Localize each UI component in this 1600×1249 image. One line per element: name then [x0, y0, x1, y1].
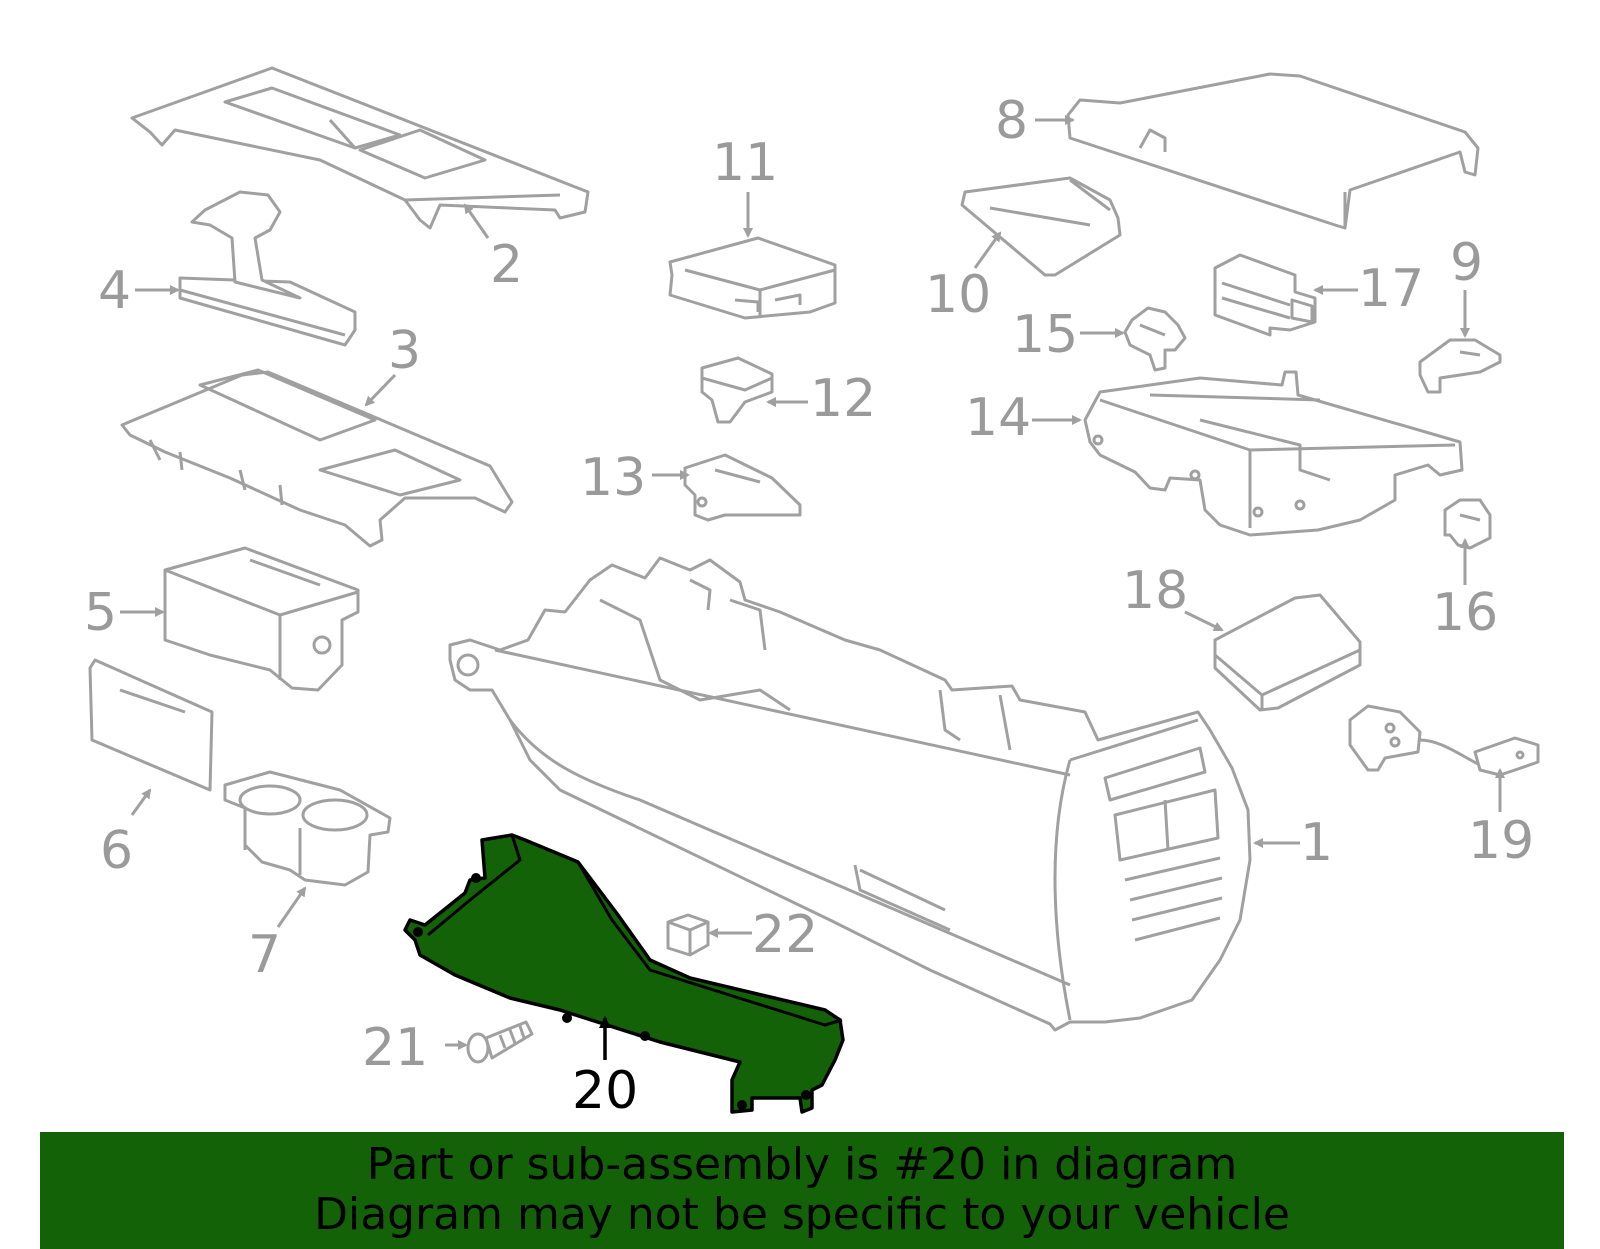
callout-3: 3 [388, 321, 421, 381]
callout-9: 9 [1450, 233, 1483, 293]
callout-16: 16 [1432, 583, 1498, 643]
callout-20: 20 [572, 1061, 638, 1121]
banner-line-2: Diagram may not be specific to your vehi… [314, 1189, 1290, 1240]
callout-19: 19 [1468, 811, 1534, 871]
callout-1: 1 [1300, 813, 1333, 873]
callout-7: 7 [248, 925, 281, 985]
part-8-armrest-lid [1066, 72, 1480, 230]
leader-lines [120, 115, 1505, 1060]
part-16-latch [1443, 498, 1492, 550]
leader-2 [463, 203, 490, 239]
callout-11: 11 [712, 133, 778, 193]
callout-14: 14 [965, 388, 1031, 448]
callout-18: 18 [1122, 561, 1188, 621]
part-13-bracket [683, 453, 802, 522]
part-1-console-housing [448, 556, 1252, 1032]
callout-12: 12 [810, 369, 876, 429]
callout-21: 21 [362, 1018, 428, 1078]
part-12-switch [700, 356, 774, 424]
part-3-console-tray [120, 368, 514, 548]
callout-15: 15 [1012, 305, 1078, 365]
part-2-trim-plate [130, 66, 590, 230]
part-11-module [668, 236, 837, 320]
leader-7 [276, 886, 307, 928]
part-19-harness [1348, 704, 1540, 777]
leader-18 [1184, 610, 1224, 632]
part-17-usb-port [1213, 253, 1317, 337]
leader-10 [973, 231, 1002, 269]
callout-6: 6 [100, 821, 133, 881]
part-21-screw [466, 1020, 534, 1064]
part-7-cup-holder [223, 770, 392, 887]
callout-13: 13 [580, 448, 646, 508]
callout-22: 22 [752, 905, 818, 965]
part-4-shift-boot [178, 190, 357, 347]
callout-5: 5 [84, 583, 117, 643]
leader-3 [364, 373, 397, 407]
part-15-clip [1123, 306, 1187, 372]
callout-4: 4 [98, 261, 131, 321]
part-6-panel [88, 658, 214, 792]
callout-10: 10 [925, 265, 991, 325]
part-20-lower-trim-highlighted [403, 833, 845, 1114]
info-banner: Part or sub-assembly is #20 in diagram D… [40, 1132, 1564, 1249]
callout-8: 8 [995, 91, 1028, 151]
part-10-pad [960, 176, 1122, 277]
callout-labels: 1 2 3 4 5 6 7 8 9 10 11 12 13 14 15 16 1… [84, 91, 1534, 1121]
callout-17: 17 [1358, 259, 1424, 319]
part-18-control-module [1213, 593, 1362, 712]
leader-6 [130, 788, 152, 816]
part-5-storage-box [163, 546, 360, 692]
part-9-latch [1418, 338, 1502, 394]
callout-2: 2 [490, 235, 523, 295]
part-22-clip [666, 913, 710, 957]
part-14-storage-bin [1083, 370, 1464, 537]
banner-line-1: Part or sub-assembly is #20 in diagram [366, 1139, 1238, 1190]
